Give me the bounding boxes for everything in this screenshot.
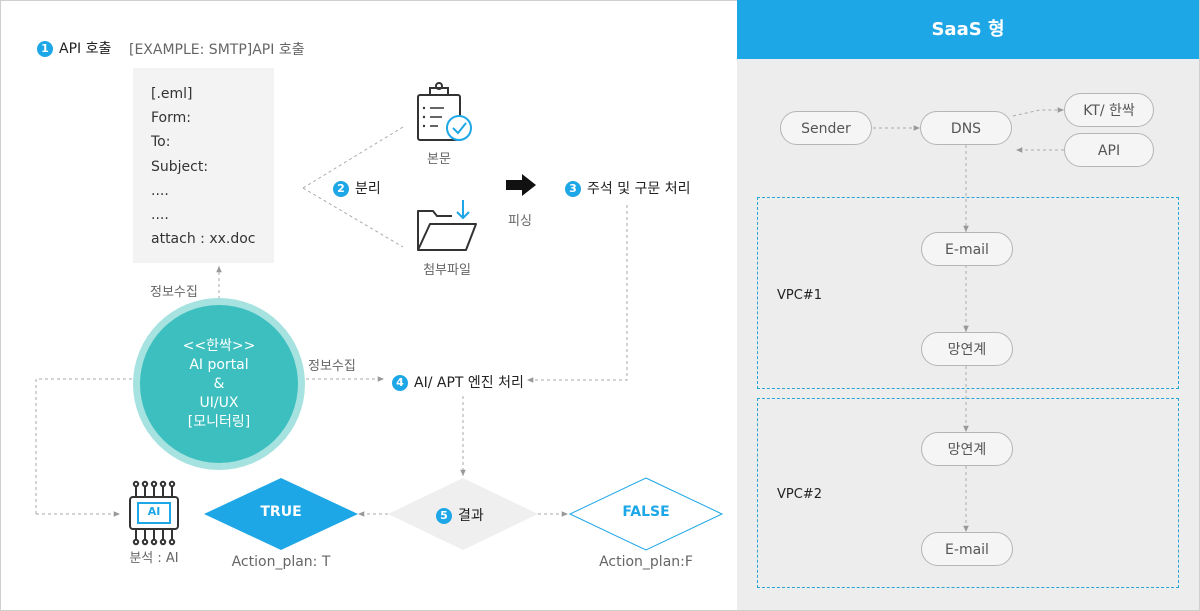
email-line: Form: — [151, 110, 191, 127]
api-node: API — [1064, 133, 1154, 167]
email-line: .... — [151, 207, 169, 224]
vpc1-box — [757, 197, 1179, 389]
dns-node: DNS — [920, 111, 1012, 145]
email-node-top: E-mail — [921, 232, 1013, 266]
arrow-right-icon — [506, 174, 536, 196]
false-label: FALSE — [622, 504, 670, 520]
vpc2-box — [757, 398, 1179, 588]
kt-hansak-node: KT/ 한싹 — [1064, 93, 1154, 127]
ai-chip-label: AI — [147, 505, 161, 518]
portal-line: [모니터링] — [187, 413, 251, 430]
clipboard-check-icon — [417, 82, 472, 141]
info-collect-label-side: 정보수집 — [308, 359, 356, 374]
true-label: TRUE — [260, 504, 302, 520]
result-shape — [388, 478, 538, 550]
email-node-bottom: E-mail — [921, 532, 1013, 566]
true-result-shape — [204, 478, 358, 550]
email-line: Subject: — [151, 158, 209, 175]
email-line: To: — [151, 134, 171, 151]
portal-line: UI/UX — [199, 394, 239, 411]
portal-line: <<한싹>> — [182, 337, 256, 354]
analysis-label: 분석 : AI — [129, 551, 179, 566]
portal-line: & — [213, 375, 225, 392]
ai-chip-icon — [129, 480, 179, 546]
attachment-label: 첨부파일 — [423, 263, 471, 278]
sender-node: Sender — [780, 111, 872, 145]
link-node-2: 망연계 — [921, 432, 1013, 466]
email-line: .... — [151, 182, 169, 199]
split-line-body — [302, 126, 404, 189]
email-line: attach : xx.doc — [151, 231, 256, 248]
email-line: [.eml] — [151, 86, 193, 102]
step-1-example: [EXAMPLE: SMTP]API 호출 — [129, 42, 305, 58]
email-structure-box: [.eml] Form: To: Subject: .... .... atta… — [133, 68, 274, 263]
arrow-parse-to-engine — [527, 205, 628, 383]
split-line-attachment — [302, 187, 404, 248]
info-collect-label-top: 정보수집 — [150, 285, 198, 300]
body-label: 본문 — [427, 152, 451, 167]
folder-download-icon — [417, 200, 477, 251]
vpc1-label: VPC#1 — [777, 288, 822, 303]
action-plan-false: Action_plan:F — [599, 554, 693, 570]
phishing-label: 피싱 — [508, 214, 532, 229]
action-plan-true: Action_plan: T — [231, 554, 331, 570]
ai-portal-circle: <<한싹>> AI portal & UI/UX [모니터링] — [140, 305, 298, 463]
portal-line: AI portal — [189, 356, 249, 373]
link-node-1: 망연계 — [921, 332, 1013, 366]
arrow-loop-to-portal — [35, 376, 140, 514]
vpc2-label: VPC#2 — [777, 487, 822, 502]
arrow-dns-to-kt — [1012, 107, 1064, 117]
saas-title: SaaS 형 — [737, 0, 1199, 59]
false-result-shape — [568, 477, 724, 551]
